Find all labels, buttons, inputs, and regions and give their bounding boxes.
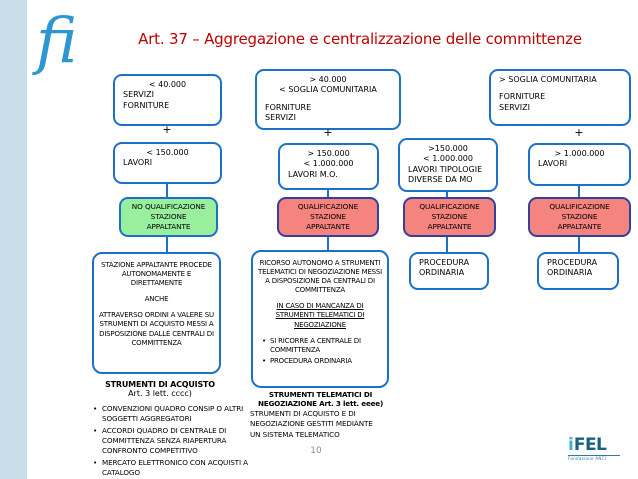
connector-line: [578, 186, 580, 197]
page-number: 10: [310, 446, 322, 456]
ifel-logo-fel: FEL: [573, 435, 607, 455]
box-lavori-over-1000000: > 1.000.000 LAVORI: [528, 143, 631, 186]
box-lavori-mo-150000-1000000: > 150.000 < 1.000.000 LAVORI M.O.: [278, 143, 379, 190]
threshold-label: < SOGLIA COMUNITARIA: [279, 85, 377, 95]
connector-line: [446, 237, 448, 252]
list-item: CONVENZIONI QUADRO CONSIP O ALTRI SOGGET…: [93, 404, 254, 424]
note-heading: STRUMENTI DI ACQUISTO: [105, 380, 215, 389]
spacer: [499, 85, 621, 92]
qual-line: STAZIONE: [431, 212, 468, 222]
threshold-label: > SOGLIA COMUNITARIA: [499, 75, 597, 84]
box-procedura-ordinaria: PROCEDURA ORDINARIA: [537, 252, 619, 290]
category-label: FORNITURE: [123, 100, 170, 110]
note-heading: STRUMENTI TELEMATICI DI NEGOZIAZIONE Art…: [257, 390, 384, 408]
result-line: PROCEDURA: [419, 258, 470, 267]
note-bullet-list: CONVENZIONI QUADRO CONSIP O ALTRI SOGGET…: [88, 404, 254, 479]
list-item: MERCATO ELETTRONICO CON ACQUISTI A CATAL…: [93, 458, 254, 478]
category-label: DIVERSE DA MO: [408, 175, 473, 185]
connector-line: [578, 237, 580, 252]
fi-logo: fi: [36, 4, 78, 77]
note-strumenti-di-acquisto: STRUMENTI DI ACQUISTO Art. 3 lett. cccc): [84, 380, 236, 398]
box-qualificazione-stazione-appaltante: QUALIFICAZIONE STAZIONE APPALTANTE: [277, 197, 379, 237]
threshold-amount: > 40.000: [309, 75, 347, 84]
qual-line: STAZIONE: [150, 212, 187, 222]
qual-line: NO QUALIFICAZIONE: [131, 202, 206, 212]
box-qualificazione-stazione-appaltante: QUALIFICAZIONE STAZIONE APPALTANTE: [528, 197, 631, 237]
box-procedura-ordinaria: PROCEDURA ORDINARIA: [409, 252, 489, 290]
note-strumenti-telematici: STRUMENTI TELEMATICI DI NEGOZIAZIONE Art…: [248, 390, 393, 408]
result-line: ORDINARIA: [547, 268, 593, 278]
qual-line: APPALTANTE: [146, 221, 191, 231]
category-label: LAVORI: [123, 158, 153, 168]
threshold-amount: >150.000: [428, 144, 468, 153]
category-label: SERVIZI: [499, 102, 530, 112]
list-item: PROCEDURA ORDINARIA: [262, 357, 382, 366]
detail-paragraph: STAZIONE APPALTANTE PROCEDE AUTONOMAMENT…: [101, 261, 212, 288]
box-servizi-forniture-under-40000: < 40.000 SERVIZI FORNITURE: [113, 74, 222, 126]
list-item: SI RICORRE A CENTRALE DI COMMITTENZA: [262, 337, 382, 355]
left-edge-strip: [0, 0, 27, 479]
box-lavori-under-150000: < 150.000 LAVORI: [113, 142, 222, 184]
qual-line: QUALIFICAZIONE: [419, 202, 480, 212]
result-line: PROCEDURA: [547, 258, 598, 267]
category-label: LAVORI: [538, 159, 568, 169]
connector-line: [166, 184, 168, 197]
box-ricorso-strumenti-telematici-detail: RICORSO AUTONOMO A STRUMENTI TELEMATICI …: [251, 250, 389, 388]
threshold-amount: < 1.000.000: [303, 159, 354, 169]
category-label: LAVORI M.O.: [288, 169, 338, 179]
threshold-amount: < 40.000: [148, 80, 187, 89]
category-label: SERVIZI: [123, 90, 154, 100]
category-label: FORNITURE: [499, 92, 546, 102]
connector-line: [327, 190, 329, 197]
connector-line: [327, 237, 329, 250]
qual-line: APPALTANTE: [557, 221, 602, 231]
box-lavori-tipologie-diverse-150000-1000000: >150.000 < 1.000.000 LAVORI TIPOLOGIE DI…: [398, 138, 498, 192]
detail-paragraph: ANCHE: [144, 295, 169, 304]
note-subheading: Art. 3 lett. cccc): [128, 389, 192, 398]
detail-paragraph: RICORSO AUTONOMO A STRUMENTI TELEMATICI …: [258, 259, 383, 295]
qual-line: APPALTANTE: [427, 221, 472, 231]
plus-sign: +: [323, 126, 333, 139]
detail-paragraph-underlined: IN CASO DI MANCANZA DI STRUMENTI TELEMAT…: [275, 302, 365, 329]
slide-title: Art. 37 – Aggregazione e centralizzazion…: [138, 30, 582, 48]
qual-line: STAZIONE: [310, 212, 346, 222]
plus-sign: +: [574, 126, 584, 139]
connector-line: [446, 192, 448, 197]
threshold-amount: > 150.000: [307, 149, 350, 158]
ifel-logo: iFEL Fondazione ANCI: [568, 437, 620, 461]
threshold-amount: < 150.000: [146, 148, 189, 157]
threshold-amount: < 1.000.000: [423, 154, 473, 164]
qual-line: QUALIFICAZIONE: [549, 202, 610, 212]
box-forniture-servizi-over-soglia: > SOGLIA COMUNITARIA FORNITURE SERVIZI: [489, 69, 631, 126]
qual-line: APPALTANTE: [306, 221, 350, 231]
plus-sign: +: [162, 123, 172, 136]
detail-paragraph: ATTRAVERSO ORDINI A VALERE SU STRUMENTI …: [99, 311, 214, 347]
box-qualificazione-stazione-appaltante: QUALIFICAZIONE STAZIONE APPALTANTE: [403, 197, 496, 237]
list-item: ACCORDI QUADRO DI CENTRALE DI COMMITTENZ…: [93, 426, 254, 456]
box-no-qualificazione-stazione-appaltante: NO QUALIFICAZIONE STAZIONE APPALTANTE: [119, 197, 218, 237]
connector-line: [166, 237, 168, 252]
note-body: STRUMENTI DI ACQUISTO E DI NEGOZIAZIONE …: [250, 409, 373, 439]
spacer: [265, 96, 391, 103]
detail-bullet-list: SI RICORRE A CENTRALE DI COMMITTENZA PRO…: [258, 337, 382, 366]
category-label: LAVORI TIPOLOGIE: [408, 164, 483, 174]
box-forniture-servizi-40000-soglia: > 40.000 < SOGLIA COMUNITARIA FORNITURE …: [255, 69, 401, 130]
threshold-amount: > 1.000.000: [554, 149, 605, 158]
ifel-logo-i: i: [568, 435, 574, 455]
qual-line: QUALIFICAZIONE: [297, 202, 359, 212]
category-label: FORNITURE: [265, 102, 312, 112]
ifel-logo-subtext: Fondazione ANCI: [568, 455, 620, 461]
box-procedura-autonoma-detail: STAZIONE APPALTANTE PROCEDE AUTONOMAMENT…: [92, 252, 221, 374]
result-line: ORDINARIA: [419, 268, 465, 278]
category-label: SERVIZI: [265, 113, 296, 123]
qual-line: STAZIONE: [561, 212, 598, 222]
